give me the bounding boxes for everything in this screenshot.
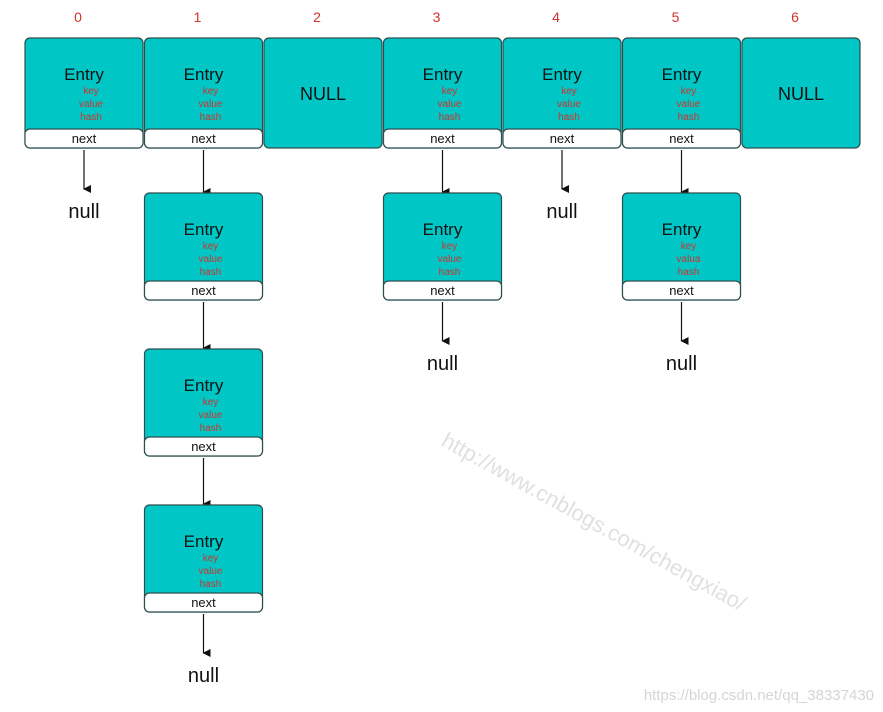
- bucket-5-chain-node-1-next-label: next: [669, 283, 694, 298]
- bucket-1-chain-node-2-next-label: next: [191, 439, 216, 454]
- bucket-1-chain-node-1-field-key: key: [203, 241, 219, 252]
- bucket-1-chain-node-2: Entry key value hash next: [143, 348, 264, 457]
- bucket-3-index: 3: [433, 9, 441, 25]
- bucket-2-box: [263, 37, 383, 149]
- bucket-1-chain-node-3-field-value: value: [199, 566, 223, 577]
- bucket-1-entry-next-label: next: [191, 131, 216, 146]
- bucket-3-entry-field-key: key: [442, 86, 458, 97]
- bucket-3-chain-node-1-field-key: key: [442, 241, 458, 252]
- bucket-3-entry-next-label: next: [430, 131, 455, 146]
- bucket-1-entry: Entry key value hash next: [143, 37, 264, 149]
- bucket-3-entry-field-value: value: [438, 99, 462, 110]
- bucket-5-chain-node-1: Entry key valua hash next: [621, 192, 742, 301]
- bucket-1-entry-field-value: value: [199, 99, 223, 110]
- bucket-5-entry-field-hash: hash: [678, 112, 700, 123]
- bucket-3-null-end: null: [427, 353, 458, 375]
- watermark-corner: https://blog.csdn.net/qq_38337430: [644, 687, 874, 704]
- bucket-1-chain-node-3-field-hash: hash: [200, 579, 222, 590]
- bucket-2-index: 2: [313, 9, 321, 25]
- bucket-1-entry-title: Entry: [184, 65, 224, 84]
- bucket-1-entry-field-key: key: [203, 86, 219, 97]
- bucket-1-chain-node-1-title: Entry: [184, 220, 224, 239]
- bucket-3-chain-node-1-field-value: value: [438, 254, 462, 265]
- bucket-4-null-end: null: [546, 201, 577, 223]
- bucket-3-chain-node-1-field-hash: hash: [439, 267, 461, 278]
- bucket-6-null-slot: NULL: [741, 37, 861, 149]
- bucket-3-entry-next-pointer: [382, 128, 503, 149]
- bucket-0-entry-field-key: key: [83, 86, 99, 97]
- bucket-0-entry-field-hash: hash: [80, 112, 102, 123]
- bucket-4-entry: Entry key value hash next: [502, 37, 622, 149]
- bucket-0-entry: Entry key value hash next: [24, 37, 144, 149]
- bucket-5-index: 5: [672, 9, 680, 25]
- bucket-3-entry-field-hash: hash: [439, 112, 461, 123]
- bucket-1-chain-node-3-field-key: key: [203, 553, 219, 564]
- bucket-4-entry-next-pointer: [502, 128, 622, 149]
- bucket-5-chain-node-1-field-valua: valua: [677, 254, 701, 265]
- bucket-0-null-end: null: [68, 201, 99, 223]
- bucket-5-entry-next-pointer: [621, 128, 742, 149]
- bucket-2-null-slot: NULL: [263, 37, 383, 149]
- bucket-1-chain-node-2-field-value: value: [199, 410, 223, 421]
- bucket-1-chain-node-3-title: Entry: [184, 532, 224, 551]
- bucket-5-chain-node-1-field-key: key: [681, 241, 697, 252]
- bucket-1-chain-node-1-field-value: value: [199, 254, 223, 265]
- bucket-1-chain-node-1-next-label: next: [191, 283, 216, 298]
- bucket-5-entry-next-label: next: [669, 131, 694, 146]
- bucket-4-entry-field-key: key: [561, 86, 577, 97]
- bucket-0-entry-next-label: next: [72, 131, 97, 146]
- bucket-5-chain-node-1-next-pointer: [621, 280, 742, 301]
- bucket-3-entry-title: Entry: [423, 65, 463, 84]
- bucket-3-entry: Entry key value hash next: [382, 37, 503, 149]
- bucket-1-entry-next-pointer: [143, 128, 264, 149]
- bucket-3-chain-node-1-next-label: next: [430, 283, 455, 298]
- bucket-4-entry-field-value: value: [557, 99, 581, 110]
- bucket-3-chain-node-1-next-pointer: [382, 280, 503, 301]
- bucket-5-chain-node-1-field-hash: hash: [678, 267, 700, 278]
- bucket-2-null-label: NULL: [300, 84, 346, 104]
- bucket-0-index: 0: [74, 9, 82, 25]
- bucket-5-entry-title: Entry: [662, 65, 702, 84]
- bucket-1-chain-node-2-field-key: key: [203, 397, 219, 408]
- bucket-1-chain-node-3: Entry key value hash next: [143, 504, 264, 613]
- bucket-1-chain-node-3-next-pointer: [143, 592, 264, 613]
- bucket-5-chain-node-1-title: Entry: [662, 220, 702, 239]
- bucket-1-chain-node-2-field-hash: hash: [200, 423, 222, 434]
- bucket-0-entry-next-pointer: [24, 128, 144, 149]
- bucket-5-entry-field-key: key: [681, 86, 697, 97]
- watermark-diagonal: http://www.cnblogs.com/chengxiao/: [438, 428, 751, 617]
- bucket-0-entry-field-value: value: [79, 99, 103, 110]
- bucket-1-chain-node-2-next-pointer: [143, 436, 264, 457]
- bucket-1-chain-node-1: Entry key value hash next: [143, 192, 264, 301]
- bucket-5-entry: Entry key value hash next: [621, 37, 742, 149]
- bucket-4-entry-next-label: next: [550, 131, 575, 146]
- bucket-5-entry-field-value: value: [677, 99, 701, 110]
- bucket-1-chain-node-1-field-hash: hash: [200, 267, 222, 278]
- bucket-1-chain-node-3-next-label: next: [191, 595, 216, 610]
- bucket-1-chain-node-2-title: Entry: [184, 376, 224, 395]
- bucket-6-box: [741, 37, 861, 149]
- bucket-1-entry-field-hash: hash: [200, 112, 222, 123]
- bucket-6-index: 6: [791, 9, 799, 25]
- bucket-1-chain-node-1-next-pointer: [143, 280, 264, 301]
- bucket-1-index: 1: [194, 9, 202, 25]
- bucket-4-entry-title: Entry: [542, 65, 582, 84]
- bucket-3-chain-node-1-title: Entry: [423, 220, 463, 239]
- bucket-3-chain-node-1: Entry key value hash next: [382, 192, 503, 301]
- bucket-4-entry-field-hash: hash: [558, 112, 580, 123]
- bucket-5-null-end: null: [666, 353, 697, 375]
- bucket-0-entry-title: Entry: [64, 65, 104, 84]
- bucket-1-null-end: null: [188, 665, 219, 687]
- bucket-6-null-label: NULL: [778, 84, 824, 104]
- bucket-4-index: 4: [552, 9, 560, 25]
